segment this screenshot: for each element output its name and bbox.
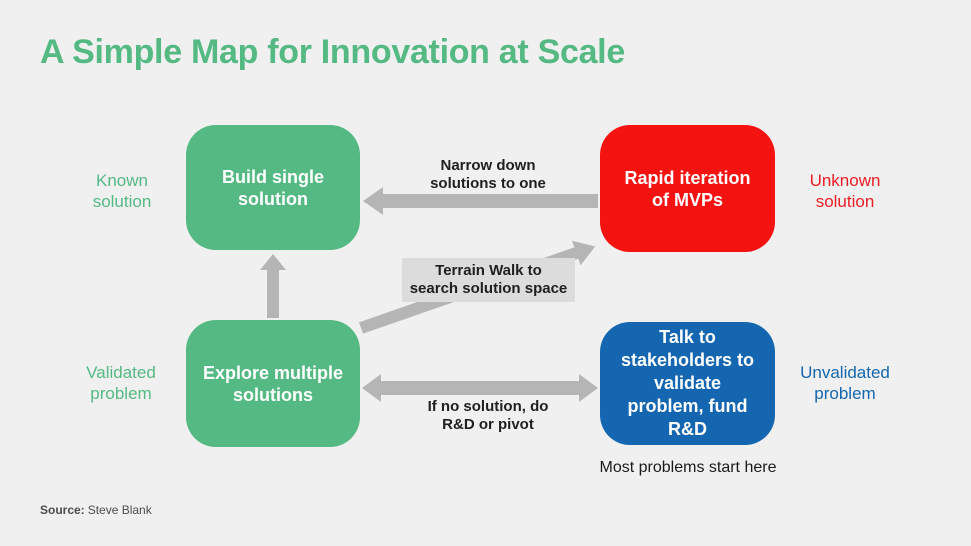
narrow-down-arrow-label: Narrow down solutions to one [430, 157, 546, 192]
pivot-arrow-label: If no solution, do R&D or pivot [427, 398, 549, 433]
node-talk-to-stakeholders: Talk to stakeholders to validate problem… [600, 322, 775, 445]
source-credit: Source:Steve Blank [40, 503, 152, 517]
node-explore-multiple-solutions: Explore multiple solutions [186, 320, 360, 447]
side-label-validated-problem: Validated problem [86, 363, 156, 403]
source-value: Steve Blank [87, 503, 152, 517]
arrow-shaft [267, 268, 279, 318]
page-title: A Simple Map for Innovation at Scale [40, 33, 625, 71]
arrow-shaft [381, 194, 598, 208]
side-label-known-solution: Known solution [92, 171, 152, 211]
node-rapid-iteration-mvps: Rapid iteration of MVPs [600, 125, 775, 252]
node-explore-label: Explore multiple solutions [202, 362, 344, 405]
arrow-right-head [572, 234, 600, 266]
terrain-walk-label-text: Terrain Walk to search solution space [409, 262, 568, 297]
arrow-shaft [379, 381, 581, 395]
side-label-unvalidated-problem: Unvalidated problem [800, 363, 890, 403]
node-build-label: Build single solution [221, 166, 324, 209]
explore-to-build-up-arrow [260, 254, 286, 318]
arrow-left-head [362, 374, 381, 402]
side-label-unknown-solution: Unknown solution [809, 171, 881, 211]
arrow-up-head [260, 254, 286, 270]
narrow-down-arrow [363, 187, 598, 215]
terrain-walk-arrow-label: Terrain Walk to search solution space [402, 258, 575, 302]
arrow-left-head [363, 187, 383, 215]
most-problems-annotation: Most problems start here [599, 459, 777, 476]
node-build-single-solution: Build single solution [186, 125, 360, 250]
source-label: Source: [40, 503, 85, 517]
node-talk-label: Talk to stakeholders to validate problem… [620, 327, 755, 439]
bidirectional-pivot-arrow [362, 374, 598, 402]
arrow-right-head [579, 374, 598, 402]
node-rapid-label: Rapid iteration of MVPs [624, 167, 751, 210]
